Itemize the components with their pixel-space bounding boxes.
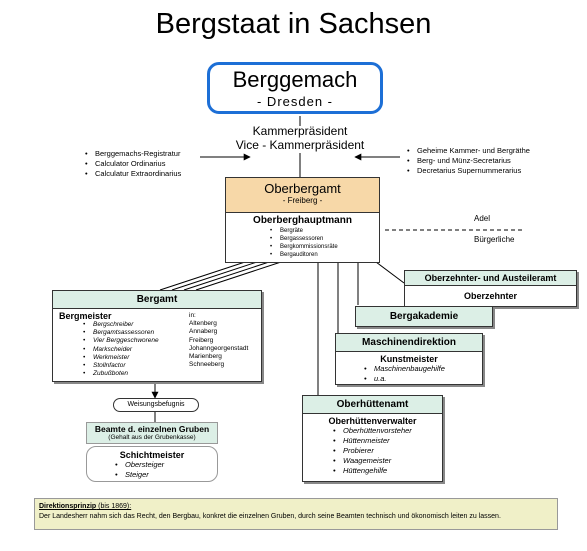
kammerpraesident: Kammerpräsident <box>252 124 348 138</box>
list-item: Werkmeister <box>83 354 159 362</box>
place-item: Annaberg <box>189 328 218 336</box>
gruben-items: Obersteiger Steiger <box>115 460 217 480</box>
berggemach-name: Berggemach <box>232 67 358 92</box>
gruben-header: Beamte d. einzelnen Gruben (Gehalt aus d… <box>86 422 218 444</box>
place-item: Schneeberg <box>189 361 225 369</box>
oberberghauptmann: Oberberghauptmann <box>253 215 352 226</box>
oberbergamt-name: Oberbergamt <box>264 181 341 196</box>
direktionsprinzip-text: Der Landesherr nahm sich das Recht, den … <box>39 513 501 520</box>
right-staff-list: Geheime Kammer- und Bergräthe Berg- und … <box>407 146 577 176</box>
gruben-box: Beamte d. einzelnen Gruben (Gehalt aus d… <box>86 422 218 482</box>
berggemach-box: Berggemach - Dresden - <box>207 62 383 114</box>
bergamt-header: Bergamt <box>53 291 261 309</box>
vice-kammerpraesident: Vice - Kammerpräsident <box>235 138 365 152</box>
bergakademie-box: Bergakademie <box>355 306 493 327</box>
kunstmeister: Kunstmeister <box>380 354 438 364</box>
list-item: Hüttenmeister <box>333 436 442 446</box>
place-item: Freiberg <box>189 336 214 344</box>
oberhuettenamt-items: Oberhüttenvorsteher Hüttenmeister Probie… <box>333 426 442 476</box>
bergamt-places: in: Altenberg Annaberg Freiberg Johannge… <box>189 312 248 369</box>
list-item: Probierer <box>333 446 442 456</box>
list-item: Bergassessoren <box>270 235 379 243</box>
direktionsprinzip-heading: Direktionsprinzip (bis 1869): <box>39 502 553 512</box>
maschinendirektion-box: Maschinendirektion Kunstmeister Maschine… <box>335 333 483 385</box>
weisungsbefugnis-label: Weisungsbefugnis <box>113 398 199 412</box>
oberbergamt-members: Bergräte Bergassessoren Bergkommissionsr… <box>270 227 379 259</box>
oberbergamt-place: - Freiberg - <box>282 196 323 205</box>
list-item: Steiger <box>115 470 217 480</box>
oberbergamt-box: Oberbergamt - Freiberg - Oberberghauptma… <box>225 177 380 263</box>
place-item: Altenberg <box>189 320 217 328</box>
schichtmeister: Schichtmeister <box>119 450 185 460</box>
maschinendirektion-header: Maschinendirektion <box>336 334 482 352</box>
oberbergamt-header: Oberbergamt - Freiberg - <box>226 178 379 213</box>
list-item: Bergschreiber <box>83 321 159 329</box>
list-item: Obersteiger <box>115 460 217 470</box>
list-item: Stollnfactor <box>83 362 159 370</box>
direktionsprinzip-note: Direktionsprinzip (bis 1869): Der Landes… <box>34 498 558 530</box>
bergmeister: Bergmeister <box>59 311 112 321</box>
list-item: Oberhüttenvorsteher <box>333 426 442 436</box>
oberzehnter-box: Oberzehnter- und Austeileramt Oberzehnte… <box>404 270 577 307</box>
list-item: Vier Berggeschworene <box>83 337 159 345</box>
oberhuettenamt-box: Oberhüttenamt Oberhüttenverwalter Oberhü… <box>302 395 443 482</box>
direktionsprinzip-years: (bis 1869): <box>96 503 132 510</box>
list-item: Berggemachs-Registratur <box>85 149 215 159</box>
list-item: Geheime Kammer- und Bergräthe <box>407 146 577 156</box>
buergerliche-label: Bürgerliche <box>474 235 515 244</box>
list-item: Zubußboten <box>83 370 159 378</box>
place-item: Marienberg <box>189 353 222 361</box>
list-item: Berg- und Münz-Secretarius <box>407 156 577 166</box>
list-item: Maschinenbaugehilfe <box>364 364 482 374</box>
list-item: u.a. <box>364 374 482 384</box>
berggemach-place: - Dresden - <box>256 94 334 109</box>
list-item: Bergkommissionsräte <box>270 243 379 251</box>
list-item: Calculator Ordinarius <box>85 159 215 169</box>
list-item: Bergauditoren <box>270 251 379 259</box>
maschinendirektion-items: Maschinenbaugehilfe u.a. <box>364 364 482 384</box>
oberzehnter-sub: Oberzehnter <box>463 291 517 301</box>
direktionsprinzip-label: Direktionsprinzip <box>39 503 97 510</box>
page-title: Bergstaat in Sachsen <box>155 8 432 40</box>
list-item: Calculatur Extraordinarius <box>85 169 215 179</box>
gruben-sub: (Gehalt aus der Grubenkasse) <box>108 434 196 441</box>
left-staff-list: Berggemachs-Registratur Calculator Ordin… <box>85 149 215 179</box>
place-item: Johanngeorgenstadt <box>189 344 249 352</box>
kammer-block: Kammerpräsident Vice - Kammerpräsident <box>200 124 400 152</box>
gruben-name: Beamte d. einzelnen Gruben <box>94 424 210 434</box>
places-label: in: <box>189 312 196 319</box>
list-item: Hüttengehilfe <box>333 466 442 476</box>
oberzehnter-header: Oberzehnter- und Austeileramt <box>405 271 576 286</box>
list-item: Bergräte <box>270 227 379 235</box>
list-item: Decretarius Supernummerarius <box>407 166 577 176</box>
list-item: Bergamtsassessoren <box>83 329 159 337</box>
oberhuettenverwalter: Oberhüttenverwalter <box>328 416 417 426</box>
bergamt-items: Bergschreiber Bergamtsassessoren Vier Be… <box>83 321 159 379</box>
bergamt-box: Bergamt Bergmeister Bergschreiber Bergam… <box>52 290 262 382</box>
list-item: Waagemeister <box>333 456 442 466</box>
list-item: Markscheider <box>83 346 159 354</box>
adel-label: Adel <box>474 214 491 223</box>
schichtmeister-box: Schichtmeister Obersteiger Steiger <box>86 446 218 482</box>
bergakademie-label: Bergakademie <box>389 311 459 322</box>
oberhuettenamt-header: Oberhüttenamt <box>303 396 442 414</box>
